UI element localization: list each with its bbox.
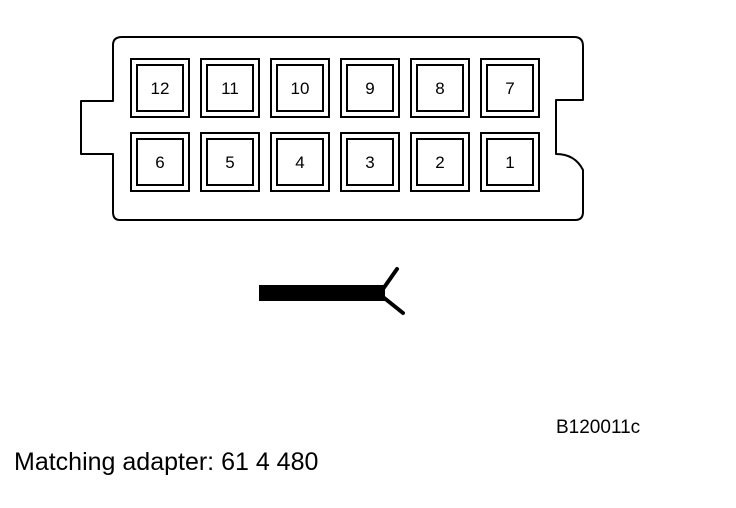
figure-reference: B120011c [556,417,641,438]
pin-inner-frame [416,64,464,112]
pin-number-label: 5 [225,153,234,172]
pin-12: 12 [130,58,190,118]
pin-2: 2 [410,132,470,192]
pin-inner-frame [486,138,534,186]
wire-fork [381,267,405,315]
pin-number-label: 2 [435,153,444,172]
pin-5: 5 [200,132,260,192]
pin-inner-frame [206,64,254,112]
pin-inner-frame [136,64,184,112]
pin-inner-frame [416,138,464,186]
pin-inner-frame [276,64,324,112]
pin-10: 10 [270,58,330,118]
pin-inner-frame [206,138,254,186]
pin-7: 7 [480,58,540,118]
pin-inner-frame [276,138,324,186]
pin-inner-frame [136,138,184,186]
pin-8: 8 [410,58,470,118]
pin-number-label: 11 [221,79,239,98]
pin-inner-frame [346,64,394,112]
pin-4: 4 [270,132,330,192]
pin-number-label: 3 [365,153,374,172]
pin-number-label: 1 [505,153,514,172]
pin-inner-frame [486,64,534,112]
pin-6: 6 [130,132,190,192]
pin-number-label: 9 [365,79,374,98]
pin-inner-frame [346,138,394,186]
pin-grid: 12 11 10 9 8 7 6 5 4 3 2 1 [130,58,540,192]
pin-number-label: 4 [295,153,304,172]
pin-number-label: 10 [291,79,310,98]
pin-1: 1 [480,132,540,192]
pin-number-label: 7 [505,79,514,98]
pin-number-label: 8 [435,79,444,98]
pin-3: 3 [340,132,400,192]
adapter-caption: Matching adapter: 61 4 480 [14,448,319,476]
wire-lead [259,285,385,301]
pin-9: 9 [340,58,400,118]
pin-number-label: 6 [155,153,164,172]
pin-number-label: 12 [151,79,170,98]
pin-11: 11 [200,58,260,118]
